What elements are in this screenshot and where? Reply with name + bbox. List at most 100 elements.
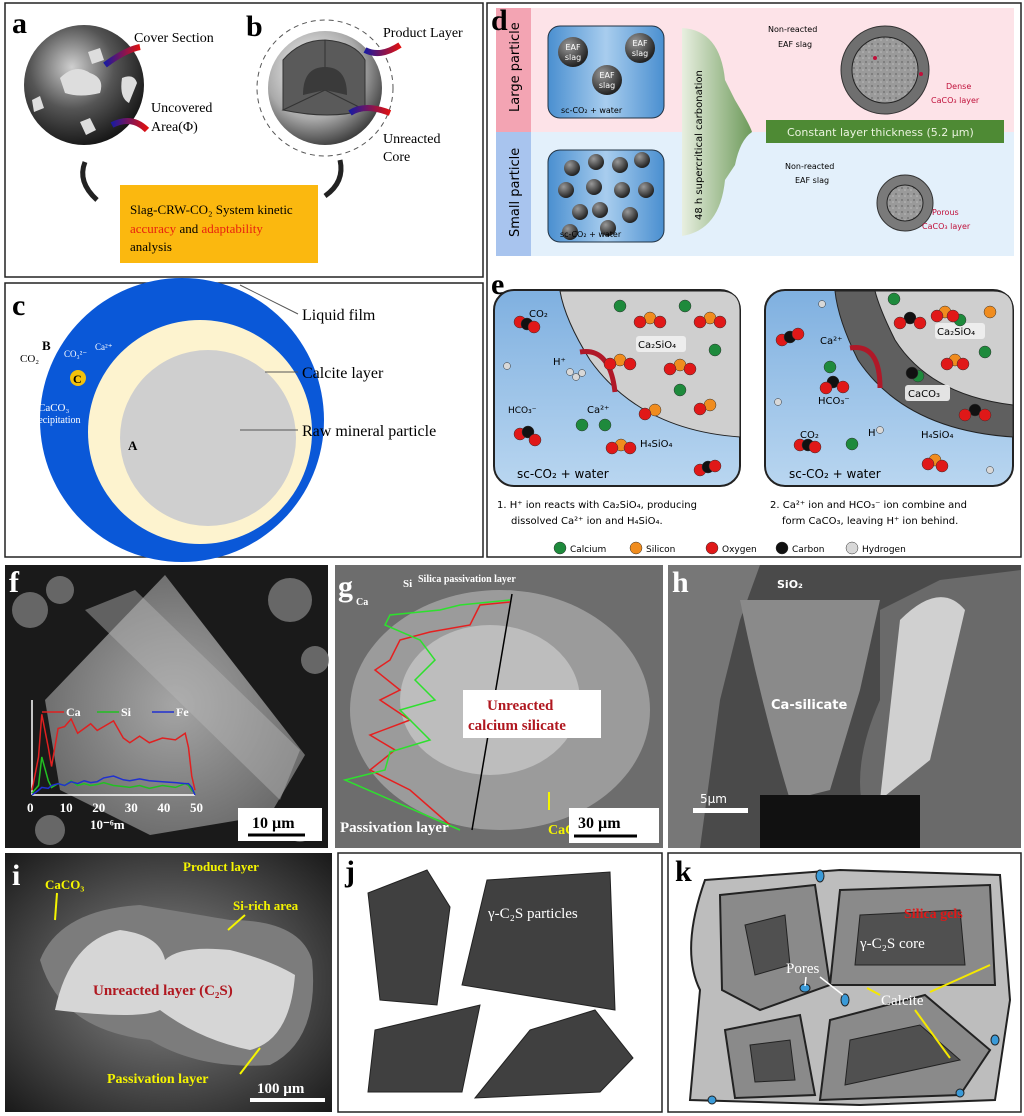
medium-label-small: sc-CO₂ + water (560, 230, 622, 239)
i-product-label: Product layer (183, 859, 259, 874)
k-core-label: γ-C₂S core (859, 936, 925, 952)
nonreacted-small-2: EAF slag (795, 176, 829, 185)
panel-label-d: d (491, 4, 508, 37)
legend-hydrogen: Hydrogen (862, 545, 906, 555)
step2-co2: CO₂ (800, 430, 819, 441)
step2-h4sio4: H₄SiO₄ (921, 430, 954, 441)
unreacted-core (303, 67, 347, 95)
reaction-step-1: CO₂ H⁺ Ca₂SiO₄ HCO₃⁻ Ca²⁺ H₄SiO₄ sc-CO₂ … (493, 289, 741, 487)
legend-label-fe: Fe (176, 705, 189, 719)
slag-label-2a: EAF (632, 39, 648, 48)
k-pores-label: Pores (786, 961, 819, 977)
step1-ca: Ca²⁺ (587, 405, 609, 416)
oxygen-atom (683, 362, 697, 376)
panel-h: h SiO₂ Ca-silicate 5µm (668, 565, 1021, 848)
legend-calcium: Calcium (570, 545, 606, 555)
large-unreacted-core (851, 36, 919, 104)
oxygen-atom (638, 407, 652, 421)
step1-medium: sc-CO₂ + water (517, 467, 609, 481)
small-slag-particle (564, 160, 580, 176)
i-passivation-arrow (239, 1047, 261, 1075)
panel-label-e: e (491, 268, 504, 301)
step2-caco3: CaCO₃ (908, 389, 940, 400)
calcite-layer-label: Calcite layer (302, 365, 384, 382)
h-ca-silicate-label: Ca-silicate (771, 698, 848, 713)
oxygen-atom (913, 316, 927, 330)
oxygen-atom (633, 315, 647, 329)
constant-thickness-label: Constant layer thickness (5.2 µm) (787, 126, 974, 139)
step1-h: H⁺ (553, 357, 566, 368)
hydrogen-atom (774, 398, 782, 406)
large-particle-tab (496, 8, 531, 132)
reaction-site (70, 370, 86, 386)
h-ca-silicate-block (740, 600, 880, 800)
carbon-atom (905, 366, 919, 380)
uncovered-label-2: Area(Φ) (151, 120, 198, 135)
h-trench (760, 795, 920, 848)
large-particle-label: Large particle (508, 22, 523, 112)
calcium-atom (845, 437, 859, 451)
core-arrow (348, 105, 392, 116)
step1-arrow (579, 349, 618, 393)
oxygen-atom (956, 357, 970, 371)
slag-label-3b: slag (599, 81, 615, 90)
co2-label-c: CO₂ (20, 353, 39, 365)
i-unreacted-core (55, 930, 295, 1050)
panel-ab: a Cover Section Uncovered Area(Φ) b Prod… (4, 2, 484, 278)
oxygen-atom (693, 315, 707, 329)
carbonation-arrow (682, 28, 752, 236)
panel-label-b: b (246, 10, 263, 43)
constant-thickness-banner (766, 120, 1004, 143)
f-scalebar-label: 10 µm (252, 815, 295, 832)
liquid-film-label: Liquid film (302, 307, 376, 324)
calcium-atom (598, 418, 612, 432)
small-slag-particles (558, 152, 654, 240)
h-scalebar (693, 808, 748, 813)
x-tick-label: 0 (27, 800, 34, 815)
slag-label-3a: EAF (599, 71, 615, 80)
panel-label-j: j (344, 855, 355, 888)
j-particles-label: γ-C₂S particles (487, 906, 578, 922)
step2-medium: sc-CO₂ + water (789, 467, 881, 481)
x-tick-label: 50 (190, 800, 203, 815)
oxygen-atom (528, 433, 542, 447)
i-unreacted-label: Unreacted layer (C₂S) (93, 983, 233, 999)
slag-label-2b: slag (632, 49, 648, 58)
step2-ca: Ca²⁺ (820, 336, 842, 347)
raw-mineral-label: Raw mineral particle (302, 423, 436, 440)
legend-label-ca: Ca (66, 705, 81, 719)
oxygen-atom (946, 309, 960, 323)
product-arrow (363, 42, 402, 57)
h-sio2-layer (880, 597, 965, 800)
hydrogen-atom (986, 466, 994, 474)
curved-arrow-left (80, 161, 99, 202)
panel-label-h: h (672, 566, 689, 599)
g-ca-profile (368, 601, 511, 826)
small-slag-particle (600, 220, 616, 236)
adaptability-word: adaptability (201, 221, 263, 236)
caco3-label-c: CaCO₃ (38, 402, 70, 414)
panel-i: i Product layer CaCO₃ Si-rich area Unrea… (5, 853, 332, 1112)
small-slag-particle (572, 204, 588, 220)
slag-label-1a: EAF (565, 43, 581, 52)
oxygen-legend-icon (705, 541, 719, 555)
slag-label-1b: slag (565, 53, 581, 62)
eaf-slag-particles (558, 33, 655, 95)
hydrogen-atom (876, 426, 884, 434)
oxygen-atom (940, 357, 954, 371)
i-si-rich-arrow (227, 914, 246, 931)
panel-label-i: i (12, 859, 20, 892)
oxygen-atom (978, 408, 992, 422)
x-axis-label: 10⁻⁶m (90, 817, 125, 832)
k-pores (707, 869, 1000, 1105)
molecule-atoms (503, 292, 997, 477)
oxygen-atom (708, 459, 722, 473)
small-slag-particle (562, 224, 578, 240)
analysis-line3: analysis (130, 239, 172, 254)
calcium-atom (673, 383, 687, 397)
hydrogen-atom (572, 373, 580, 381)
g-si-label: Si (403, 578, 412, 590)
small-particle-label: Small particle (508, 148, 523, 237)
porous-label-2: CaCO₃ layer (922, 222, 971, 231)
carbon-legend-icon (775, 541, 789, 555)
